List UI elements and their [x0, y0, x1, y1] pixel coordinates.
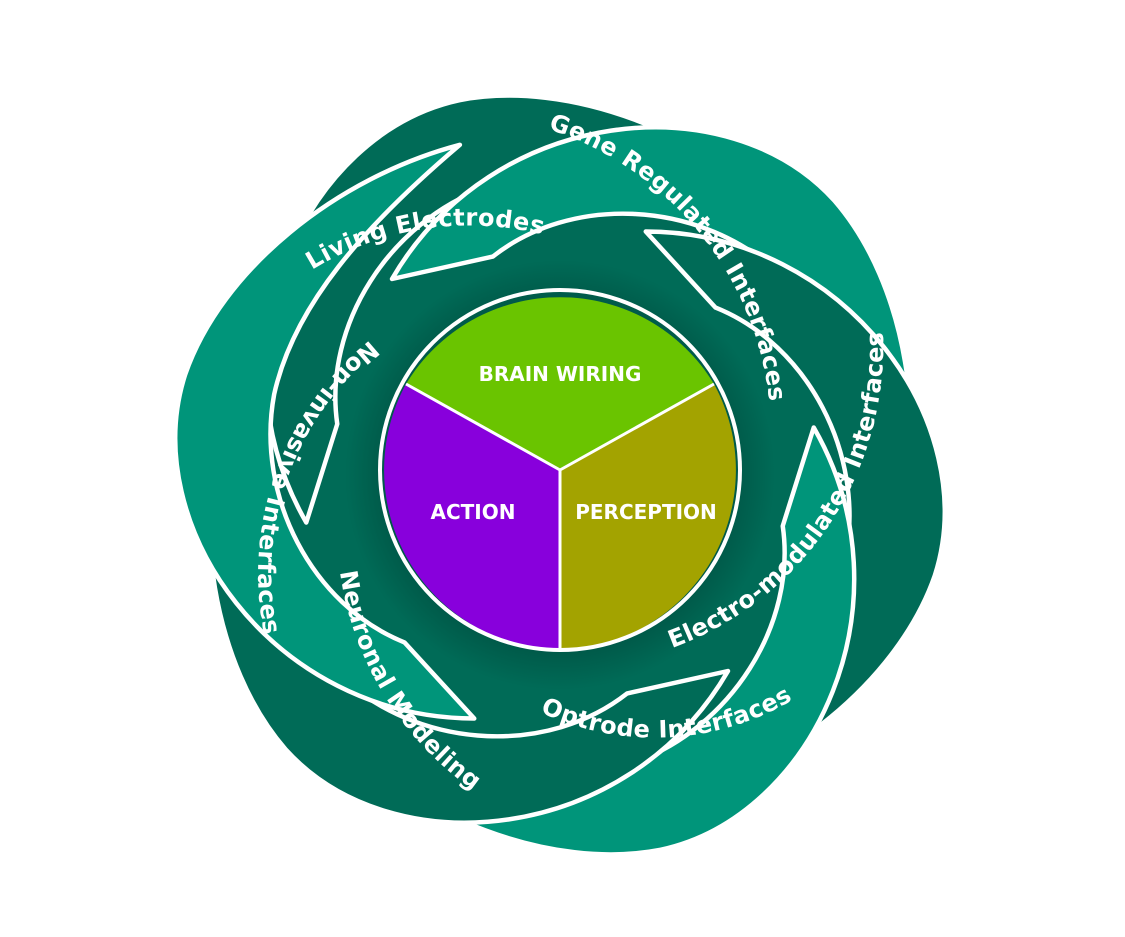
action-segment[interactable]	[384, 384, 560, 650]
perception-segment[interactable]	[560, 384, 736, 650]
action-label: ACTION	[431, 500, 516, 524]
perception-label: PERCEPTION	[575, 500, 717, 524]
brain-wiring-label: BRAIN WIRING	[479, 362, 642, 386]
core-circle: BRAIN WIRING PERCEPTION ACTION	[378, 288, 742, 652]
core-divider	[405, 382, 561, 472]
non-invasive-band[interactable]	[83, 132, 712, 795]
core-divider	[559, 382, 715, 472]
